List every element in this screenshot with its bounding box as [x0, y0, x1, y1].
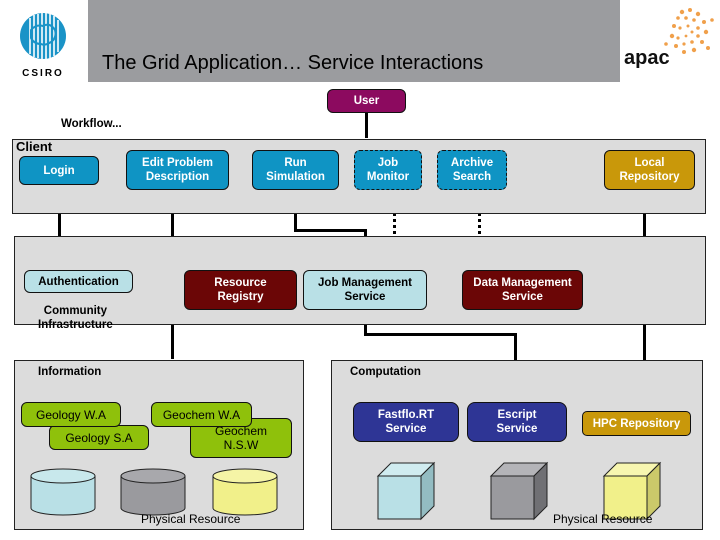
- dm-comp-line-c: [643, 320, 646, 360]
- header-bar: [88, 0, 620, 82]
- run-sim-line-b: [294, 229, 366, 232]
- job-monitor-button[interactable]: Job Monitor: [354, 150, 422, 190]
- dataset-geology-sa[interactable]: Geology S.A: [49, 425, 149, 450]
- computation-physical-resource-label: Physical Resource: [553, 512, 653, 526]
- database-cylinder-icon: [120, 468, 186, 516]
- fastflo-rt-service-button[interactable]: Fastflo.RT Service: [353, 402, 459, 442]
- local-repository-button[interactable]: Local Repository: [604, 150, 695, 190]
- client-title: Client: [16, 139, 53, 154]
- authentication-button[interactable]: Authentication: [24, 270, 133, 293]
- svg-text:apac: apac: [624, 47, 670, 69]
- job-management-service-button[interactable]: Job Management Service: [303, 270, 427, 310]
- jm-comp-line-b: [364, 333, 516, 336]
- page-title: The Grid Application… Service Interactio…: [102, 52, 484, 74]
- information-title: Information: [38, 366, 102, 378]
- archive-search-button[interactable]: Archive Search: [437, 150, 507, 190]
- computation-title: Computation: [350, 366, 421, 378]
- escript-service-button[interactable]: Escript Service: [467, 402, 567, 442]
- apac-logo-icon: apac: [620, 0, 720, 75]
- edit-problem-button[interactable]: Edit Problem Description: [126, 150, 229, 190]
- archive-dotted-line: [478, 190, 481, 270]
- svg-text:CSIRO: CSIRO: [22, 68, 64, 79]
- user-button[interactable]: User: [327, 89, 406, 113]
- login-button[interactable]: Login: [19, 156, 99, 185]
- hpc-repository-button[interactable]: HPC Repository: [582, 411, 691, 436]
- login-auth-line: [58, 185, 61, 270]
- server-cube-icon: [376, 461, 436, 521]
- server-cube-icon: [489, 461, 549, 521]
- run-simulation-button[interactable]: Run Simulation: [252, 150, 339, 190]
- dataset-geology-wa[interactable]: Geology W.A: [21, 402, 121, 427]
- dataset-geochem-wa[interactable]: Geochem W.A: [151, 402, 252, 427]
- jm-comp-line-c: [514, 333, 517, 361]
- information-physical-resource-label: Physical Resource: [141, 512, 241, 526]
- database-cylinder-icon: [212, 468, 278, 516]
- data-management-service-button[interactable]: Data Management Service: [462, 270, 583, 310]
- workflow-label: Workflow...: [61, 118, 122, 130]
- job-monitor-dotted-line: [393, 190, 396, 270]
- database-cylinder-icon: [30, 468, 96, 516]
- csiro-logo-icon: CSIRO: [12, 8, 74, 80]
- resource-registry-button[interactable]: Resource Registry: [184, 270, 297, 310]
- user-to-client-line: [365, 112, 368, 138]
- server-cube-icon: [602, 461, 662, 521]
- community-infrastructure-label: Community Infrastructure: [38, 305, 113, 331]
- local-repo-line-a: [643, 194, 646, 242]
